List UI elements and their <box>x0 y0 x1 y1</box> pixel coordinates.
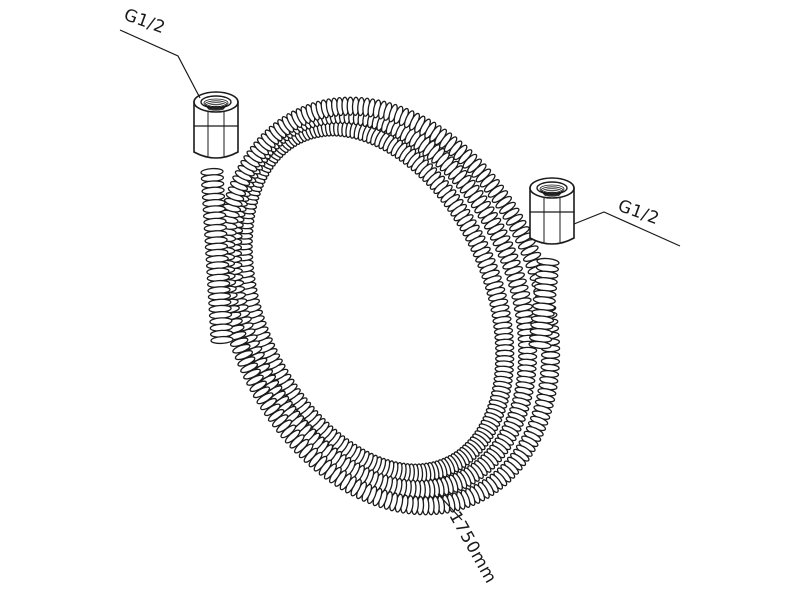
hose-leads <box>200 167 560 350</box>
coil-loop-1 <box>233 117 515 483</box>
label-leader-lines <box>119 29 681 521</box>
coil-loop-2 <box>222 104 538 500</box>
hose-rib <box>470 241 489 252</box>
nut-thread <box>541 188 563 196</box>
nut-thread <box>206 104 226 110</box>
nut-thread <box>204 100 228 109</box>
leader-right <box>573 211 681 247</box>
hose-rib <box>492 235 511 247</box>
leader-length <box>437 493 463 521</box>
hose-rib <box>540 351 561 359</box>
hose-lead-right <box>528 257 560 350</box>
hose-coil <box>215 96 561 516</box>
nut-thread <box>203 98 229 108</box>
leader-top-left <box>119 29 201 99</box>
nut-thread <box>539 184 565 194</box>
nut-thread <box>540 186 564 195</box>
nut-thread <box>543 191 561 197</box>
hose-rib <box>528 340 552 350</box>
nut-left <box>193 91 239 159</box>
nut-thread <box>542 189 562 196</box>
nut-right <box>529 177 575 245</box>
hose-nuts <box>193 91 575 245</box>
hose-rib <box>210 335 234 345</box>
nut-thread <box>205 102 227 109</box>
nut-thread <box>207 105 225 111</box>
hose-lead-left <box>200 167 234 345</box>
coil-loop-3 <box>215 96 561 516</box>
nut-body <box>193 101 239 159</box>
nut-body <box>529 187 575 245</box>
